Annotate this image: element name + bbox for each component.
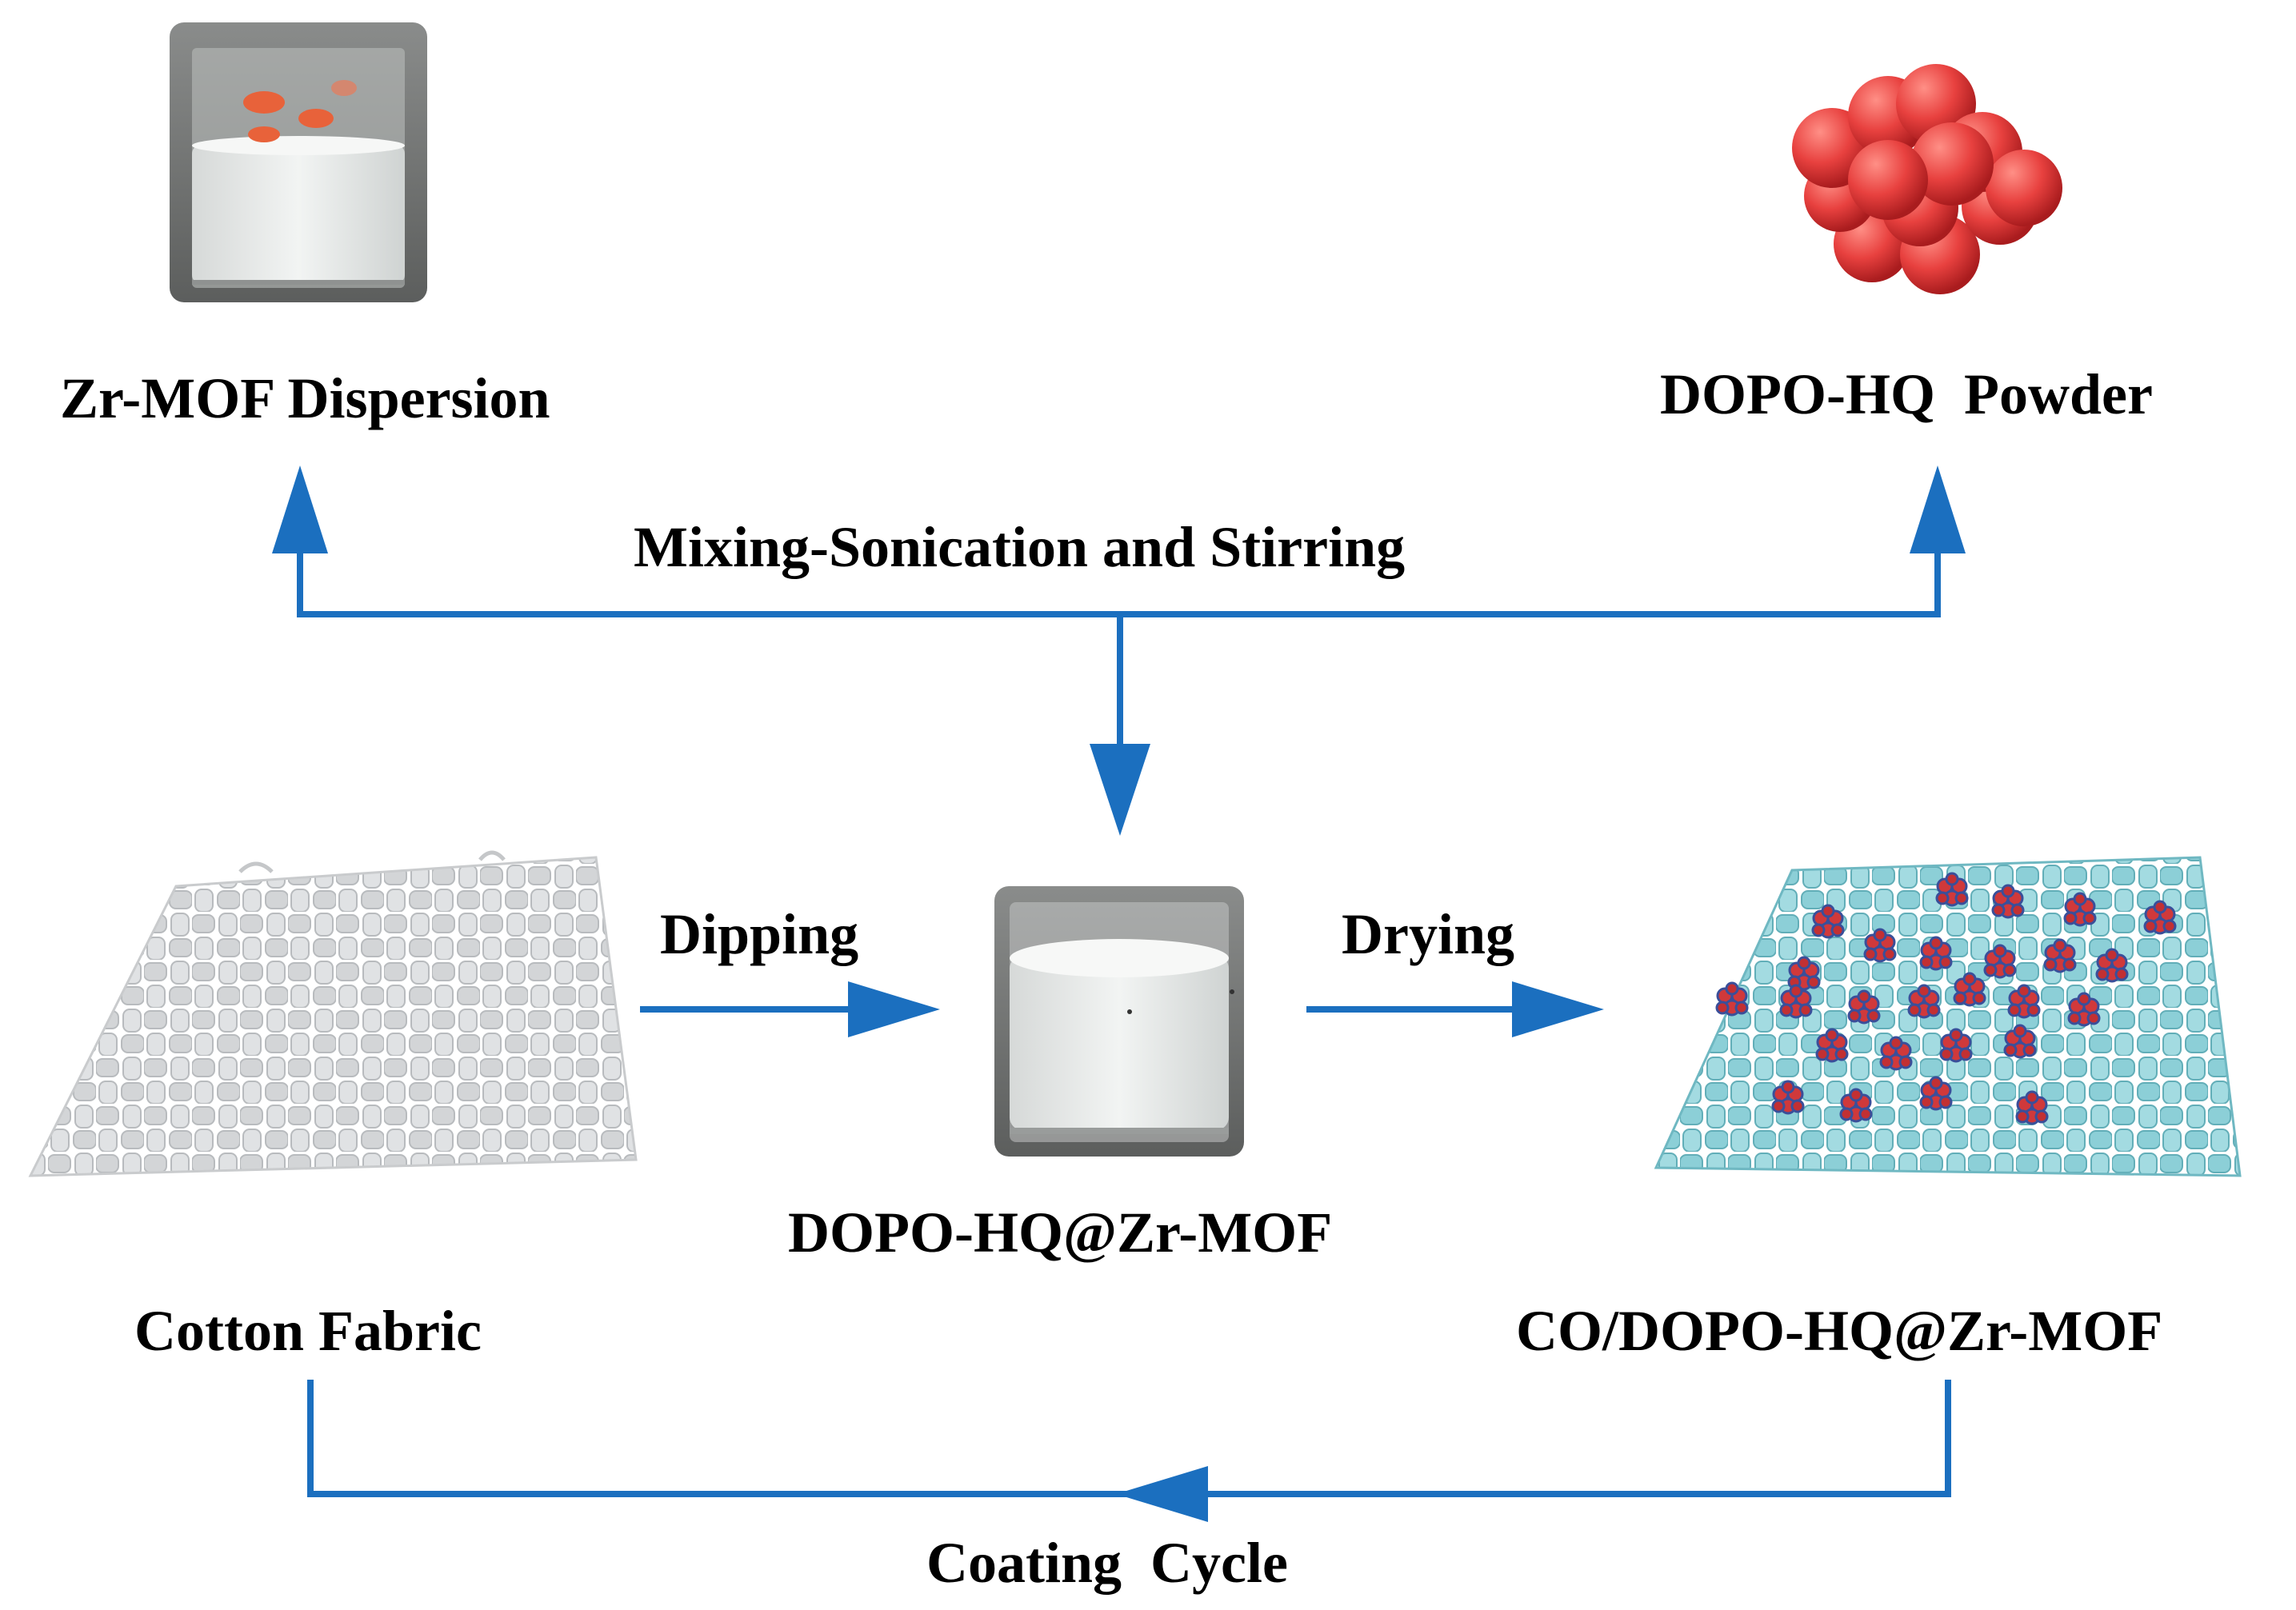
- arrow-down-center: [1090, 744, 1150, 836]
- mixing-arrows: [297, 552, 1941, 772]
- zr-mof-dispersion-label: Zr-MOF Dispersion: [60, 366, 550, 430]
- cotton-fabric-label: Cotton Fabric: [134, 1299, 482, 1363]
- zr-mof-beaker-icon: [170, 22, 427, 302]
- dopo-hq-powder-icon: [1792, 64, 2062, 294]
- coated-fabric-icon: [1654, 856, 2242, 1177]
- drying-label: Drying: [1342, 902, 1514, 966]
- dopo-hq-zr-mof-label: DOPO-HQ@Zr-MOF: [788, 1201, 1332, 1264]
- dopo-hq-powder-label: DOPO-HQ Powder: [1660, 362, 2153, 426]
- coating-cycle-arrowhead: [1116, 1466, 1208, 1522]
- arrow-up-right: [1910, 465, 1966, 553]
- dipping-label: Dipping: [660, 902, 858, 966]
- coating-cycle-arrow: [307, 1380, 1951, 1497]
- drying-arrowhead: [1512, 981, 1604, 1037]
- arrow-up-left: [272, 465, 328, 553]
- dopo-hq-zr-mof-beaker-icon: [994, 886, 1244, 1157]
- mixing-label: Mixing-Sonication and Stirring: [634, 515, 1405, 579]
- cotton-fabric-icon: [28, 850, 638, 1177]
- coated-fabric-label: CO/DOPO-HQ@Zr-MOF: [1516, 1299, 2162, 1363]
- dipping-arrowhead: [848, 981, 940, 1037]
- coating-cycle-label: Coating Cycle: [926, 1531, 1288, 1595]
